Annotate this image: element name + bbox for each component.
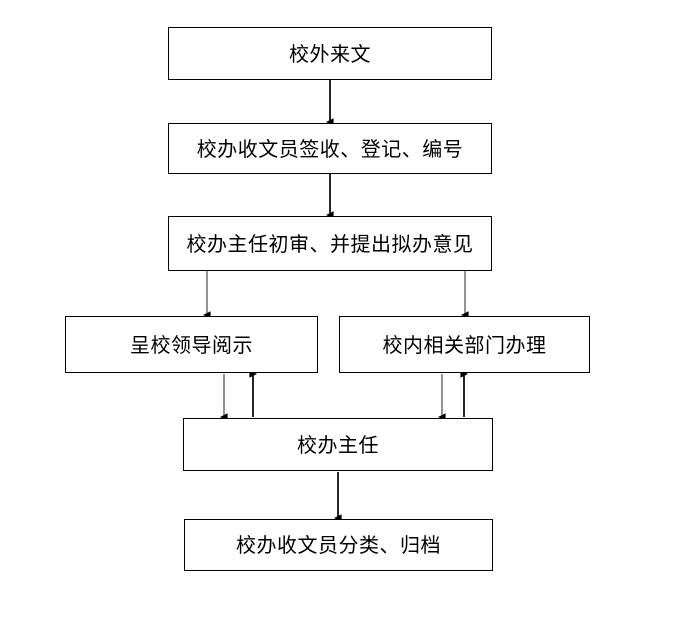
flowchart-node-label: 校外来文 (289, 41, 371, 66)
flowchart-node-label: 校办主任 (297, 432, 379, 457)
flowchart-node-label: 校内相关部门办理 (382, 332, 547, 357)
flowchart-node-clerk-receive-register-number[interactable]: 校办收文员签收、登记、编号 (168, 123, 492, 174)
flowchart-node-clerk-classify-archive[interactable]: 校办收文员分类、归档 (184, 519, 493, 571)
flowchart-node-label: 校办收文员分类、归档 (236, 533, 441, 557)
flowchart-node-label: 校办主任初审、并提出拟办意见 (186, 231, 474, 256)
flowchart-node-office-director[interactable]: 校办主任 (183, 418, 493, 471)
flowchart-node-submit-to-school-leaders[interactable]: 呈校领导阅示 (65, 316, 318, 373)
flowchart-node-label: 呈校领导阅示 (130, 332, 253, 357)
flowchart-node-label: 校办收文员签收、登记、编号 (196, 136, 464, 161)
flowchart-node-director-preliminary-review[interactable]: 校办主任初审、并提出拟办意见 (168, 216, 492, 271)
flowchart-node-internal-department-handling[interactable]: 校内相关部门办理 (339, 316, 590, 373)
flowchart-node-incoming-document[interactable]: 校外来文 (168, 27, 492, 80)
